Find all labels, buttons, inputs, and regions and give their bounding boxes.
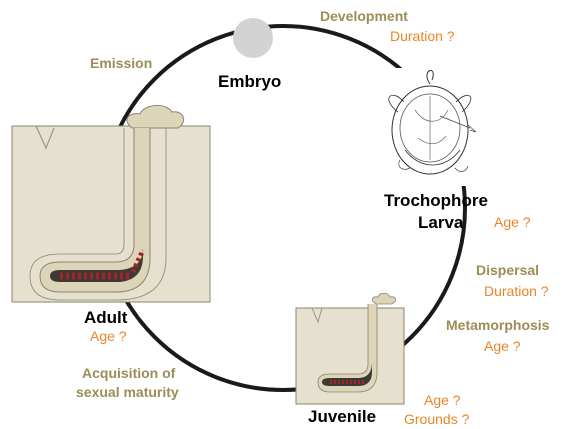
process-sexual-maturity-label: sexual maturity [76, 384, 179, 400]
metamorphosis-age-question: Age ? [484, 338, 521, 354]
trochophore-larva-image [385, 68, 481, 186]
juvenile-age-question: Age ? [424, 392, 461, 408]
process-dispersal-label: Dispersal [476, 262, 539, 278]
adult-age-question: Age ? [90, 328, 127, 344]
stage-trochophore-label: Trochophore [384, 191, 488, 210]
juvenile-grounds-question: Grounds ? [404, 411, 470, 427]
process-acquisition-label: Acquisition of [82, 365, 176, 381]
dispersal-duration-question: Duration ? [484, 283, 549, 299]
larva-age-question: Age ? [494, 214, 531, 230]
stage-embryo-label: Embryo [218, 72, 281, 91]
process-metamorphosis-label: Metamorphosis [446, 317, 550, 333]
adult-image [12, 105, 210, 302]
juvenile-image [296, 293, 404, 404]
process-development-label: Development [320, 8, 408, 24]
development-duration-question: Duration ? [390, 28, 455, 44]
process-emission-label: Emission [90, 55, 152, 71]
stage-larva-label: Larva [418, 213, 464, 232]
embryo-image [233, 18, 273, 58]
stage-juvenile-label: Juvenile [308, 407, 376, 426]
stage-adult-label: Adult [84, 308, 128, 327]
